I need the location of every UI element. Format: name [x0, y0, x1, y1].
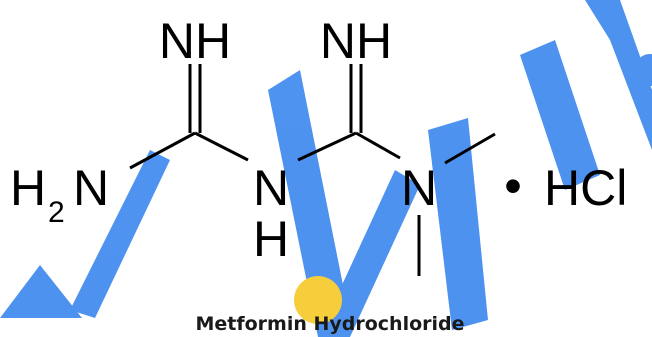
amine-subscript: 2 [48, 196, 65, 229]
watermark-stroke-c [318, 170, 420, 337]
amine-n-label: N [73, 160, 109, 216]
watermark-stroke-left [0, 265, 82, 318]
compound-caption: Metformin Hydrochloride [195, 313, 464, 335]
watermark-stroke-a [70, 150, 170, 318]
watermark-dot [294, 276, 342, 324]
bond-bridge-n-carbon [297, 131, 357, 162]
bond-carbon-dimethyl-n [355, 131, 401, 160]
watermark-arc [634, 54, 652, 86]
imino-left-label: NH [159, 13, 231, 69]
bond-amine-carbon [129, 131, 196, 170]
dimethyl-n-label: N [401, 160, 437, 216]
watermark-stroke-b [268, 70, 352, 337]
salt-dot: • [504, 158, 522, 214]
bridge-n-label: N [253, 160, 289, 216]
watermark-stroke-e [520, 40, 600, 190]
bond-carbon-bridge-n [194, 131, 249, 162]
bonds [129, 64, 496, 276]
bond-methyl-upper [444, 132, 496, 165]
imino-right-label: NH [320, 13, 392, 69]
amine-h-label: H [10, 160, 46, 216]
watermark-stroke-d [428, 118, 488, 330]
bridge-h-label: H [253, 211, 289, 267]
salt-label: HCl [544, 160, 627, 216]
